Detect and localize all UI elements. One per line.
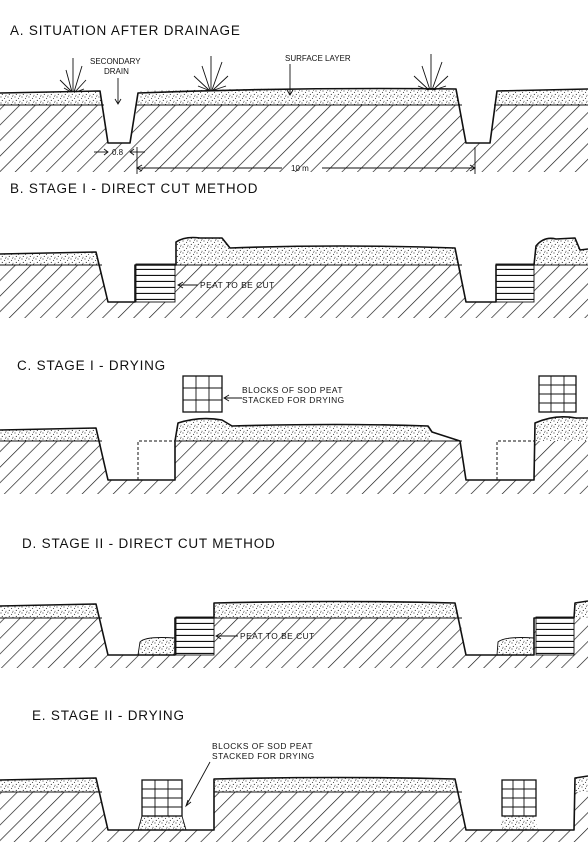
surface-layer — [0, 604, 100, 618]
surface-layer — [534, 238, 588, 265]
surface-layer-left — [0, 91, 102, 105]
surface-layer-label: SURFACE LAYER — [285, 54, 351, 63]
panel-a: A. SITUATION AFTER DRAINAGE SECONDARY DR… — [0, 23, 588, 174]
blocks-label-arrow — [223, 394, 242, 402]
sod-peat-stack — [538, 375, 577, 413]
secondary-drain-label: SECONDARY — [90, 57, 141, 66]
surface-layer — [574, 776, 588, 792]
residual-outline — [137, 815, 187, 831]
residual-outline — [496, 637, 535, 656]
surface-layer — [176, 418, 432, 441]
surface-layer — [176, 237, 460, 265]
peat-to-be-cut-block — [176, 617, 214, 655]
sod-peat-stack — [141, 779, 183, 817]
surface-layer — [214, 777, 460, 792]
peat-to-be-cut-block — [136, 264, 175, 302]
cut-block-outline — [175, 616, 215, 656]
ground-profile-e — [0, 775, 588, 831]
surface-layer — [0, 252, 100, 265]
ground-profile-a — [0, 87, 588, 144]
peat-to-be-cut-label: PEAT TO BE CUT — [200, 280, 275, 290]
surface-layer — [574, 601, 588, 618]
ground-profile-b — [0, 236, 588, 303]
plant-icon — [193, 56, 229, 91]
panel-c-title: C. STAGE I - DRYING — [17, 358, 166, 373]
secondary-drain-label: DRAIN — [104, 67, 129, 76]
surface-layer — [214, 601, 460, 618]
cut-block-outline — [535, 616, 575, 656]
peat-to-be-cut-label: PEAT TO BE CUT — [240, 631, 315, 641]
spacing-value: 10 m — [291, 164, 309, 173]
cut-outline-dashed — [137, 440, 175, 480]
blocks-label-arrow — [185, 761, 211, 808]
panel-e: E. STAGE II - DRYING BLOCKS OF SOD PEAT … — [0, 708, 588, 842]
ground-profile-c — [0, 416, 588, 481]
spacing-arrows — [136, 164, 476, 172]
residual-layer — [138, 637, 175, 655]
cut-block-outline — [495, 263, 535, 303]
panel-d: D. STAGE II - DIRECT CUT METHOD PEAT TO … — [0, 536, 588, 668]
cut-outline-dashed — [496, 440, 534, 480]
surface-layer-arrow — [286, 64, 294, 96]
peat-soil-hatch — [0, 105, 588, 172]
surface-layer-middle — [138, 88, 460, 105]
peat-to-be-cut-block — [536, 617, 574, 655]
panel-d-title: D. STAGE II - DIRECT CUT METHOD — [22, 536, 276, 551]
plant-icon — [59, 58, 87, 93]
panel-a-title: A. SITUATION AFTER DRAINAGE — [10, 23, 241, 38]
peat-label-arrow — [215, 632, 238, 640]
blocks-label-line1: BLOCKS OF SOD PEAT — [212, 741, 313, 751]
panel-b-title: B. STAGE I - DIRECT CUT METHOD — [10, 181, 258, 196]
panel-b: B. STAGE I - DIRECT CUT METHOD PEAT TO B… — [0, 181, 588, 318]
plant-icon — [413, 54, 449, 91]
residual-layer — [138, 816, 186, 830]
cut-block-outline — [135, 263, 176, 303]
drain-width-value: 0.8 — [112, 148, 124, 157]
secondary-drain-arrow — [114, 78, 122, 105]
sod-peat-stack — [501, 779, 537, 817]
peat-to-be-cut-block — [496, 264, 534, 302]
residual-outline — [137, 637, 176, 656]
panel-e-title: E. STAGE II - DRYING — [32, 708, 185, 723]
peat-soil-hatch — [0, 441, 588, 494]
residual-layer — [500, 816, 538, 830]
surface-layer-right — [497, 89, 588, 105]
blocks-label-line1: BLOCKS OF SOD PEAT — [242, 385, 343, 395]
sod-peat-stack — [182, 375, 223, 413]
blocks-label-line2: STACKED FOR DRYING — [212, 751, 315, 761]
peat-soil-hatch — [0, 792, 588, 842]
blocks-label-line2: STACKED FOR DRYING — [242, 395, 345, 405]
panel-c: C. STAGE I - DRYING BLOCKS OF SOD PEAT S… — [0, 358, 588, 494]
surface-layer — [0, 428, 100, 441]
peat-label-arrow — [177, 281, 198, 289]
surface-layer — [0, 778, 100, 792]
surface-layer — [534, 416, 588, 441]
residual-layer — [497, 637, 534, 655]
